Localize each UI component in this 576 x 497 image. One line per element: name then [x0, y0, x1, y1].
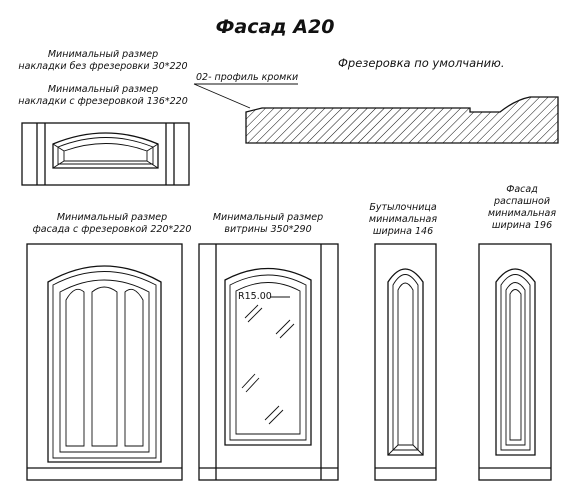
note-min-overlay-mill-line1: Минимальный размер	[48, 84, 158, 95]
note-min-overlay-no-mill-line1: Минимальный размер	[48, 49, 158, 60]
swing-facade-label-line1: Фасад	[506, 184, 538, 195]
edge-profile-leader	[193, 83, 298, 109]
swing-facade-label-line2: распашной	[493, 196, 550, 207]
showcase-drawing	[198, 243, 339, 481]
min-facade-label-line2: фасада с фрезеровкой 220*220	[33, 224, 192, 235]
overlay-panel-drawing	[21, 122, 190, 186]
note-min-overlay-mill-line2: накладки с фрезеровкой 136*220	[18, 96, 188, 107]
swing-facade-label-line3: минимальная	[488, 208, 556, 219]
edge-profile-section	[245, 96, 559, 144]
bottle-rack-label-line2: минимальная	[369, 214, 437, 225]
edge-profile-label: 02- профиль кромки	[196, 72, 298, 83]
note-min-overlay-no-mill-line2: накладки без фрезеровки 30*220	[18, 61, 187, 72]
default-milling-label: Фрезеровка по умолчанию.	[338, 56, 504, 70]
bottle-rack-label-line1: Бутылочница	[369, 202, 437, 213]
min-showcase-label-line2: витрины 350*290	[224, 224, 311, 235]
bottle-rack-label-line3: ширина 146	[373, 226, 433, 237]
swing-facade-label-line4: ширина 196	[492, 220, 552, 231]
min-facade-label-line1: Минимальный размер	[57, 212, 167, 223]
bottle-rack-drawing	[374, 243, 437, 481]
corner-radius-label: R15.00	[238, 291, 272, 302]
min-showcase-label-line1: Минимальный размер	[213, 212, 323, 223]
facade-milled-drawing	[26, 243, 183, 481]
swing-facade-drawing	[478, 243, 552, 481]
drawing-title: Фасад A20	[216, 16, 335, 38]
